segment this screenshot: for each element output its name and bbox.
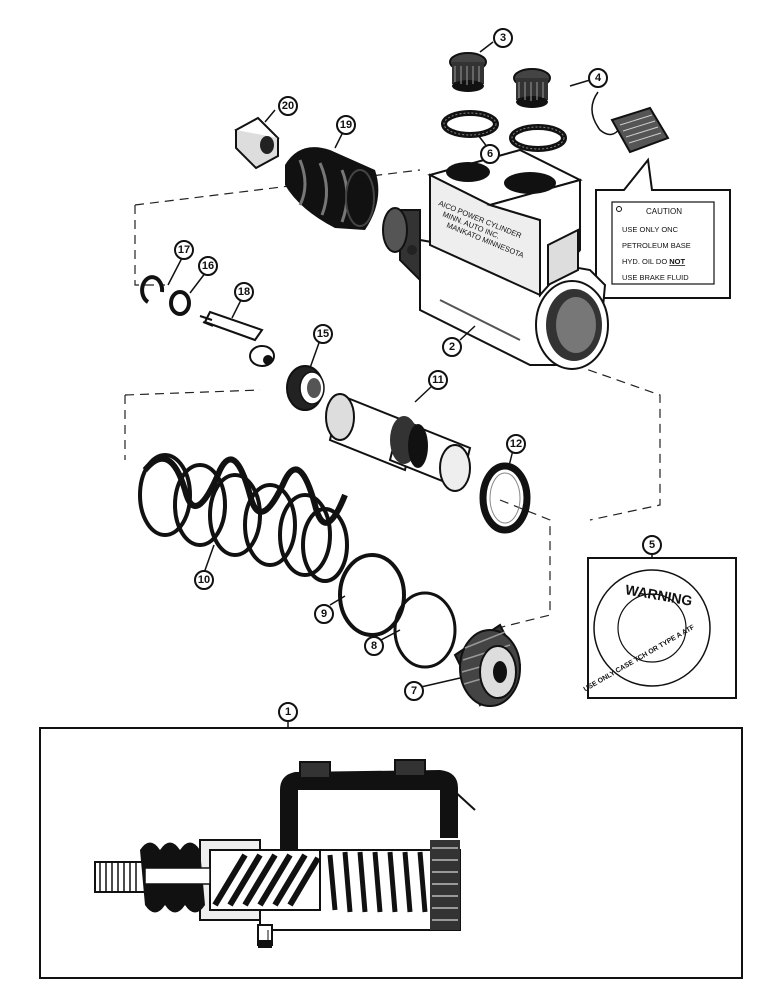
part-19-rubber-boot — [285, 147, 379, 230]
part-16-washer — [169, 290, 191, 316]
callout-4: 4 — [588, 68, 608, 88]
callout-19-label: 19 — [340, 119, 352, 131]
callout-17: 17 — [174, 240, 194, 260]
callout-5-label: 5 — [649, 539, 655, 551]
callout-9-label: 9 — [321, 608, 327, 620]
lower-group-dashed-outline — [124, 389, 551, 631]
callout-10: 10 — [194, 570, 214, 590]
callout-4-label: 4 — [595, 72, 602, 84]
caution-line-3-a: HYD. OIL DO — [622, 257, 669, 266]
callout-15: 15 — [313, 324, 333, 344]
callout-12-label: 12 — [510, 438, 522, 450]
part-5-warning-decal: WARNING USE ONLY CASE TCH OR TYPE A ATF — [583, 557, 737, 699]
callout-20-label: 20 — [282, 100, 294, 112]
part-12-seal-ring — [479, 462, 531, 534]
callout-1: 1 — [278, 702, 298, 722]
part-15-seal — [286, 365, 325, 411]
caution-line-2: PETROLEUM BASE — [622, 241, 691, 250]
part-20-hex-nut — [234, 116, 280, 170]
callout-5: 5 — [642, 535, 662, 555]
callout-2-label: 2 — [449, 341, 455, 353]
callout-6-label: 6 — [487, 148, 493, 160]
caution-tag-panel: CAUTION USE ONLY ONC PETROLEUM BASE HYD.… — [595, 157, 731, 299]
callout-18: 18 — [234, 282, 254, 302]
callout-3: 3 — [493, 28, 513, 48]
part-17-snap-ring — [140, 275, 165, 304]
caution-line-3: HYD. OIL DO NOT — [622, 257, 685, 266]
callout-19: 19 — [336, 115, 356, 135]
callout-7: 7 — [404, 681, 424, 701]
callout-15-label: 15 — [317, 328, 329, 340]
part-18-pin — [199, 310, 275, 367]
part-6-washer — [441, 110, 499, 138]
callout-2: 2 — [442, 337, 462, 357]
callout-18-label: 18 — [238, 286, 250, 298]
callout-8: 8 — [364, 636, 384, 656]
part-3-plug — [449, 52, 487, 92]
part-2-cylinder-body: AICO POWER CYLINDER MINN. AUTO INC. MANK… — [382, 148, 609, 370]
callout-20: 20 — [278, 96, 298, 116]
part-11-piston — [325, 393, 472, 492]
part-4-caution-tag — [591, 91, 670, 154]
caution-title: CAUTION — [646, 207, 682, 216]
callout-10-label: 10 — [198, 574, 210, 586]
callout-11-label: 11 — [432, 374, 444, 386]
callout-17-label: 17 — [178, 244, 190, 256]
part-9-o-ring — [338, 553, 406, 637]
callout-9: 9 — [314, 604, 334, 624]
part-7-end-plug — [453, 623, 522, 707]
part-8-backup-ring — [393, 591, 457, 669]
caution-line-4: USE BRAKE FLUID — [622, 273, 689, 282]
callout-8-label: 8 — [371, 640, 377, 652]
callout-1-label: 1 — [285, 706, 291, 718]
caution-line-1: USE ONLY ONC — [622, 225, 679, 234]
part-10-spring — [138, 453, 349, 583]
part-6-washer-second — [509, 124, 567, 152]
callout-3-label: 3 — [500, 32, 506, 44]
part-1-assembly-cross-section — [39, 727, 743, 979]
callout-16: 16 — [198, 256, 218, 276]
callout-6: 6 — [480, 144, 500, 164]
callout-11: 11 — [428, 370, 448, 390]
part-3-plug-second — [513, 68, 551, 108]
callout-7-label: 7 — [411, 685, 417, 697]
callout-12: 12 — [506, 434, 526, 454]
callout-16-label: 16 — [202, 260, 214, 272]
caution-line-3-not: NOT — [669, 257, 685, 266]
